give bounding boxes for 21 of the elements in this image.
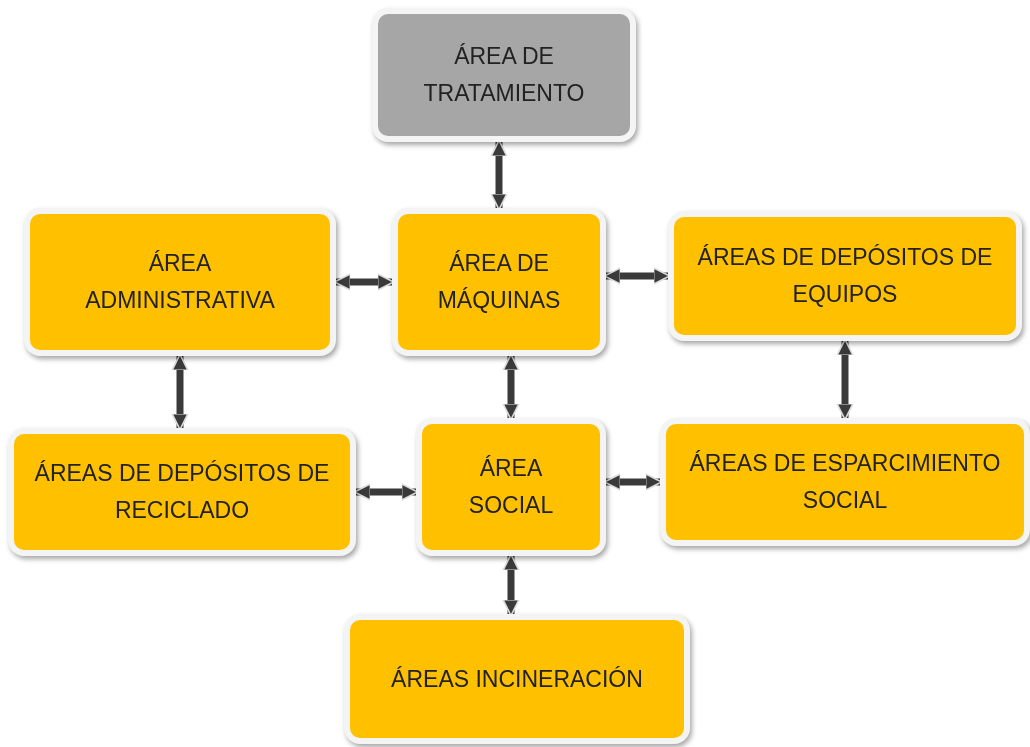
area-label: ÁREAS DE ESPARCIMIENTO SOCIAL xyxy=(688,449,1002,515)
area-label: ÁREAS DE DEPÓSITOS DE RECICLADO xyxy=(33,459,331,525)
double-arrow xyxy=(490,139,508,211)
area-label: ÁREA DE MÁQUINAS xyxy=(436,249,562,315)
double-arrow xyxy=(502,553,520,617)
area-label: ÁREA ADMINISTRATIVA xyxy=(84,249,276,315)
double-arrow xyxy=(502,353,520,421)
area-label: ÁREA DE TRATAMIENTO xyxy=(422,42,586,108)
area-box xyxy=(24,208,336,356)
area-box xyxy=(372,8,636,142)
area-box xyxy=(392,208,606,356)
area-box xyxy=(8,428,356,556)
area-label: ÁREA SOCIAL xyxy=(467,454,555,520)
area-label: ÁREAS INCINERACIÓN xyxy=(391,664,643,694)
area-box xyxy=(668,211,1022,341)
area-box xyxy=(660,418,1030,546)
double-arrow xyxy=(171,353,189,431)
area-box xyxy=(344,614,690,744)
double-arrow xyxy=(836,338,854,421)
area-label: ÁREAS DE DEPÓSITOS DE EQUIPOS xyxy=(696,243,994,309)
area-box xyxy=(416,418,606,556)
